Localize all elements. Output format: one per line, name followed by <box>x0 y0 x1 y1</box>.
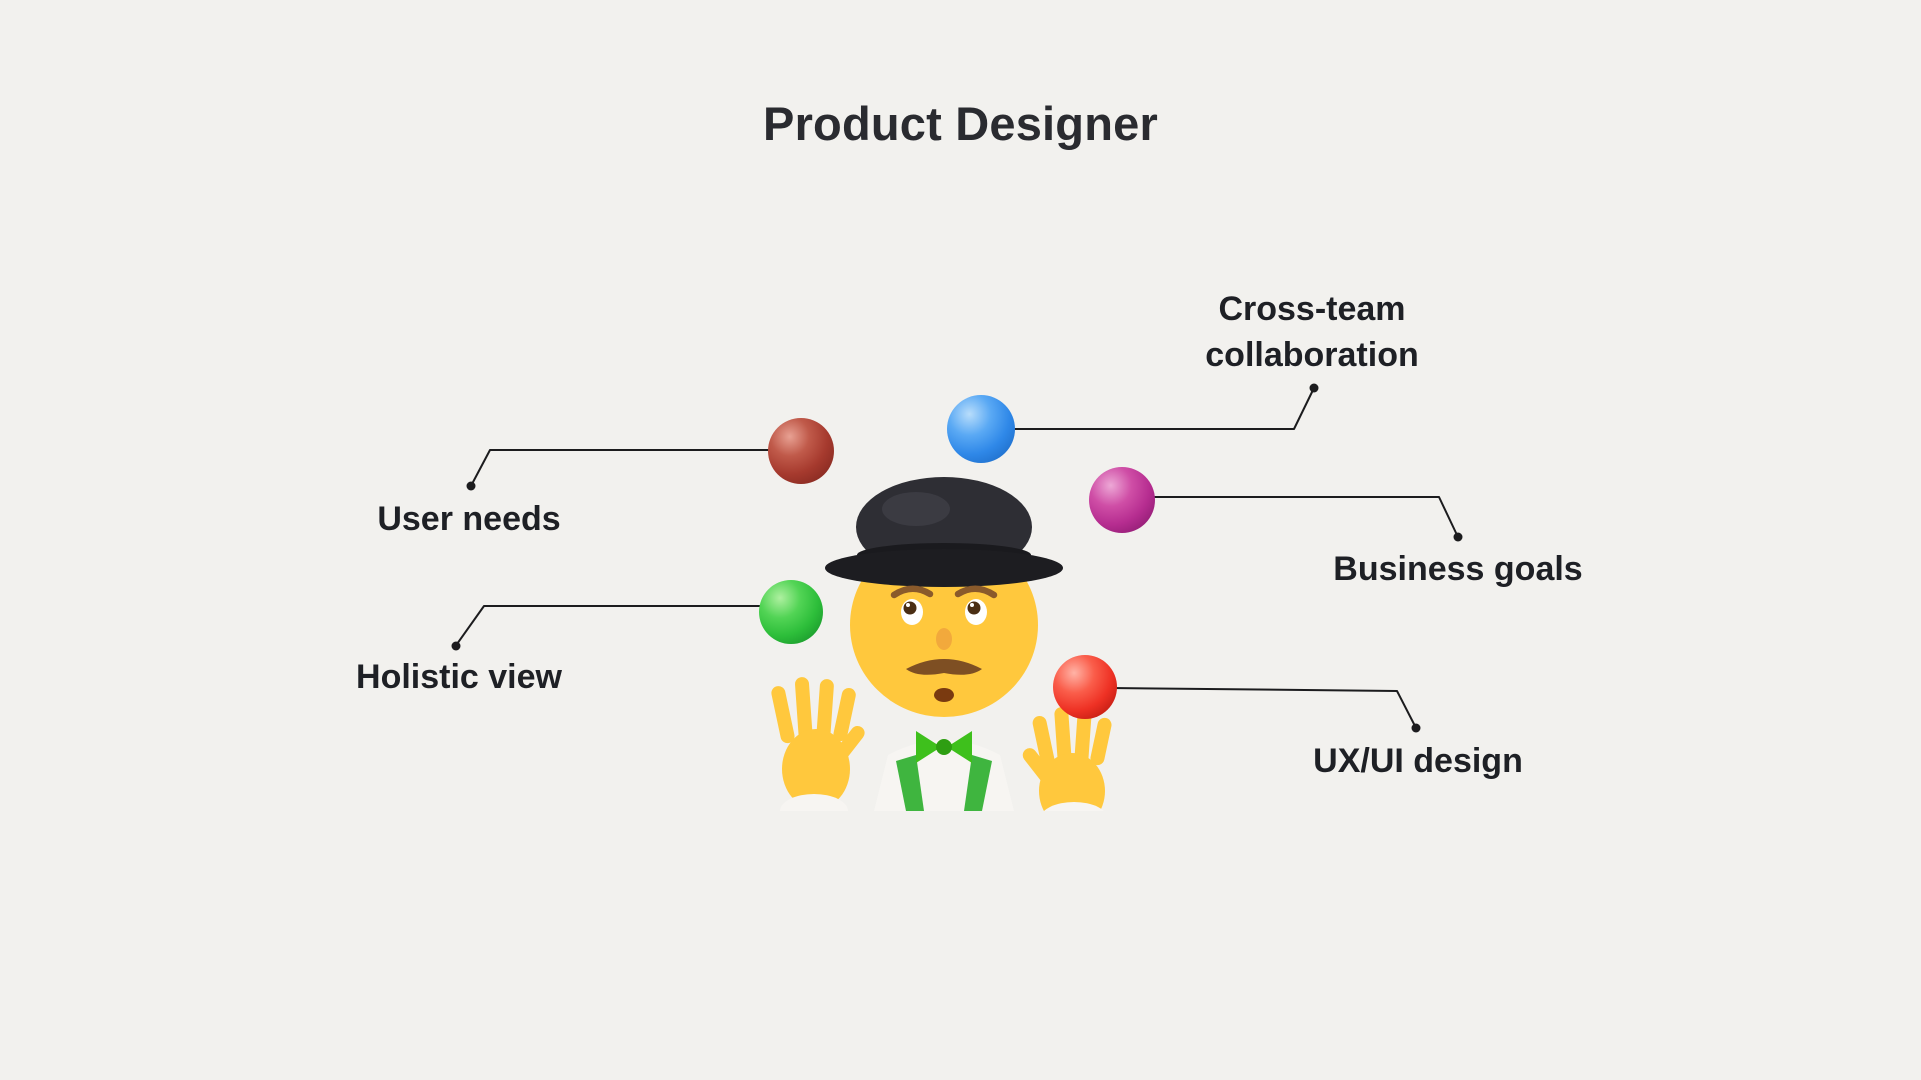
man-juggling-emoji <box>771 477 1112 811</box>
connector-dot-user-needs <box>466 481 476 491</box>
connector-ux-ui <box>1109 687 1416 727</box>
ball-ux-ui <box>1053 655 1117 719</box>
page-title: Product Designer <box>763 97 1158 150</box>
ball-user-needs <box>768 418 834 484</box>
label-business-goals: Business goals <box>1333 550 1583 588</box>
ball-holistic-view <box>759 580 823 644</box>
connector-dot-holistic-view <box>451 641 461 651</box>
bowtie-right <box>947 731 972 763</box>
nose <box>936 628 952 650</box>
ball-cross-team <box>947 395 1015 463</box>
bowtie-left <box>916 731 941 763</box>
suspender-right <box>964 755 992 811</box>
suspender-left <box>896 755 924 811</box>
eyebrow-left <box>890 585 934 599</box>
connector-dot-ux-ui <box>1411 723 1421 733</box>
label-user-needs: User needs <box>377 500 561 538</box>
hand-right <box>1022 707 1112 811</box>
hand-left <box>771 677 865 809</box>
mouth <box>934 688 954 702</box>
ball-business-goals <box>1089 467 1155 533</box>
sleeve-right <box>1044 802 1104 811</box>
eyebrow-right <box>954 585 998 599</box>
label-holistic-view: Holistic view <box>356 658 562 696</box>
label-ux-ui-design: UX/UI design <box>1313 742 1523 780</box>
connector-cross-team <box>1009 389 1314 430</box>
sleeve-left <box>780 794 848 811</box>
connector-dot-cross-team <box>1309 383 1319 393</box>
connector-business-goals <box>1147 496 1458 536</box>
bowtie-knot <box>936 739 952 755</box>
pupil-left <box>903 601 917 615</box>
pupil-right <box>967 601 981 615</box>
mustache <box>906 659 982 675</box>
hat-brim <box>825 549 1063 587</box>
connector-dot-business-goals <box>1453 532 1463 542</box>
hat-dome-highlight <box>882 492 950 526</box>
connector-user-needs <box>471 449 775 485</box>
connector-holistic-view <box>456 605 766 645</box>
label-cross-team-collaboration: Cross-team collaboration <box>1205 290 1419 375</box>
